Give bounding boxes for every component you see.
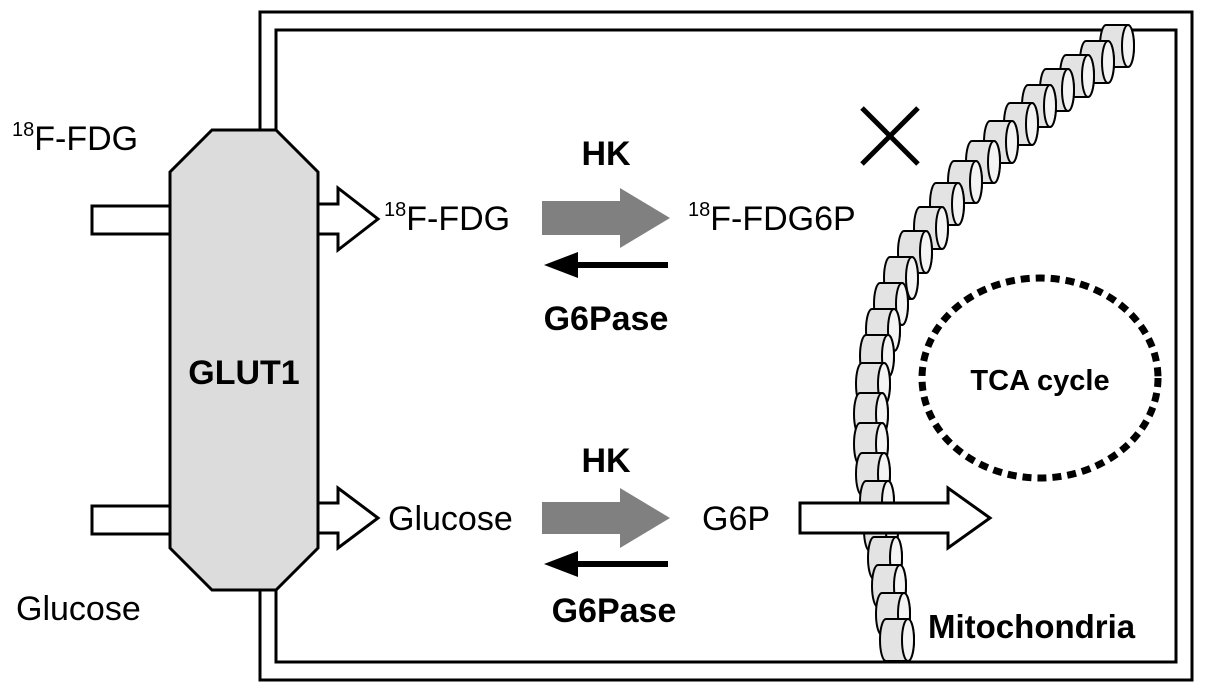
fdg6p-label: 18F-FDG6P xyxy=(688,199,856,238)
blocked-x-icon xyxy=(860,106,920,166)
hk-top-arrow xyxy=(542,188,670,248)
inside-fdg-sup: 18 xyxy=(384,199,406,221)
inside-fdg-label: 18F-FDG xyxy=(384,199,510,238)
outside-fdg-sup: 18 xyxy=(12,119,34,141)
glut1-transporter xyxy=(168,128,320,592)
g6pase-bottom-arrow xyxy=(544,551,668,577)
hk-bottom-arrow xyxy=(542,488,670,548)
mitochondria-segment xyxy=(1079,40,1115,84)
inner-glucose-inflow-arrow xyxy=(316,485,381,551)
glut1-label: GLUT1 xyxy=(188,354,299,392)
hk-bottom-label: HK xyxy=(581,442,631,480)
g6pase-bottom-label: G6Pase xyxy=(552,592,677,630)
inner-fdg-inflow-arrow xyxy=(316,184,381,254)
g6p-to-mitochondria-arrow xyxy=(798,485,993,551)
outside-glucose-label: Glucose xyxy=(16,590,141,628)
mitochondria-label: Mitochondria xyxy=(928,608,1136,645)
outside-fdg-text: F-FDG xyxy=(34,120,138,158)
mitochondria-segment xyxy=(879,618,915,662)
g6p-label: G6P xyxy=(702,500,770,538)
inside-fdg-text: F-FDG xyxy=(406,200,510,238)
mitochondria-membrane xyxy=(853,24,1135,662)
outer-glucose-inflow-arrow xyxy=(90,504,172,536)
fdg6p-sup: 18 xyxy=(688,199,710,221)
hk-top-label: HK xyxy=(581,135,631,173)
fdg6p-text: F-FDG6P xyxy=(710,200,855,238)
inside-glucose-label: Glucose xyxy=(388,500,513,538)
outer-fdg-inflow-arrow xyxy=(90,204,172,236)
tca-cycle-label: TCA cycle xyxy=(970,365,1109,397)
g6pase-top-label: G6Pase xyxy=(544,300,669,338)
outside-fdg-label: 18F-FDG xyxy=(12,119,138,158)
tca-cycle-circle xyxy=(918,274,1162,482)
g6pase-top-arrow xyxy=(544,252,668,278)
